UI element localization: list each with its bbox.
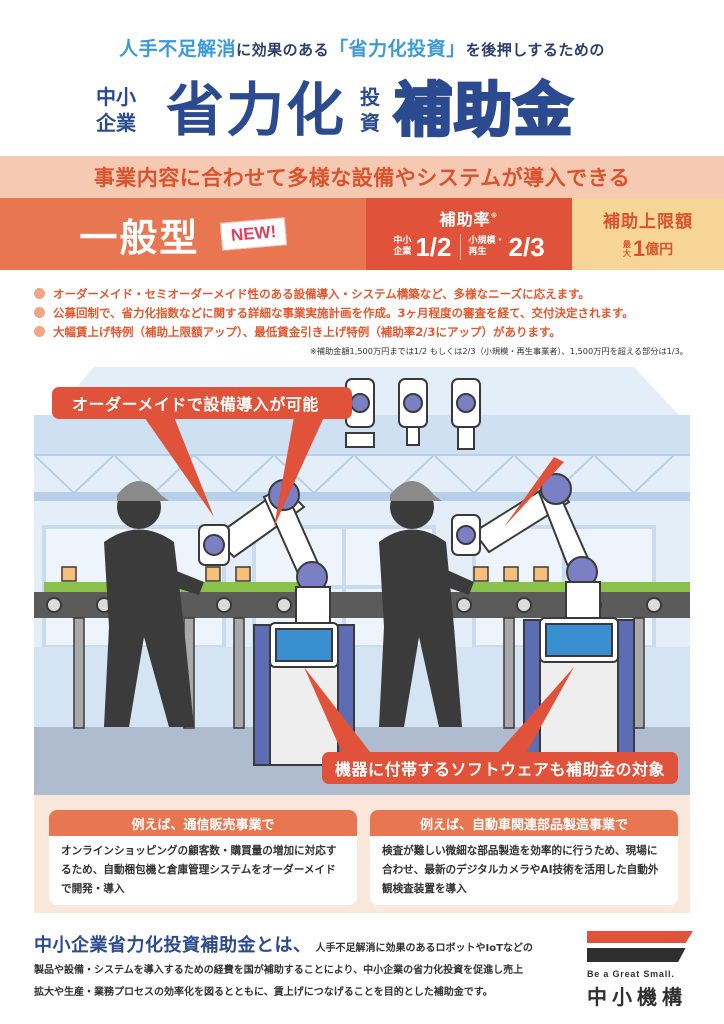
cap-label-line2: 大 [622,248,631,258]
about-section: 中小企業省力化投資補助金とは、 人手不足解消に効果のあるロボットやIoTなどの … [34,931,574,1004]
feature-list: オーダーメイド・セミオーダーメイド性のある設備導入・システム構築など、多様なニー… [34,284,694,341]
factory-scene-icon [34,367,690,795]
sme-label-line1: 中小 [393,236,412,246]
example-body: オンラインショッピングの顧客数・購買量の増加に対応するため、自動梱包機と倉庫管理… [61,845,337,895]
subsidy-cap-title: 補助上限額 [603,211,693,232]
small-label-line2: 再生 [468,247,487,257]
cap-label-line1: 最 [622,239,631,249]
bullet-dot-icon [34,326,45,337]
about-first-line: 中小企業省力化投資補助金とは、 人手不足解消に効果のあるロボットやIoTなどの [34,931,574,960]
example-card-auto-parts: 例えば、自動車関連部品製造事業で 検査が難しい微細な部品製造を効率的に行うため、… [370,810,678,905]
subsidy-rate-title: 補助率※ [440,206,499,230]
about-lead: 中小企業省力化投資補助金とは、 [34,935,312,956]
subsidy-cap-box: 補助上限額 最 大 1 億円 [572,198,724,270]
page-title: 中小 企業 省力化 投 資 補助金 [96,70,574,150]
example-body: 検査が難しい微細な部品製造を効率的に行うため、現場に合わせ、最新のデジタルカメラ… [382,845,659,895]
type-band: 一般型 NEW! 補助率※ 中小 企業 1/2 小規模・ 再生 2/3 補助上限… [0,198,724,270]
title-mid: 投 資 [360,84,384,136]
list-item-text: 公募回制で、省力化指数などに関する詳細な事業実施計画を作成。3ヶ月程度の審査を経… [53,305,634,320]
callout-custom-equipment: オーダーメイドで設備導入が可能 [52,387,352,419]
subheading-band: 事業内容に合わせて多様な設備やシステムが導入できる [0,156,724,198]
tagline-text-2: を後押しするための [465,41,605,59]
type-section: 一般型 NEW! [0,198,366,270]
type-name: 一般型 [79,215,200,260]
tagline-bracket-open: 「 [329,38,349,60]
subheading: 事業内容に合わせて多様な設備やシステムが導入できる [93,166,631,190]
about-text-1: 人手不足解消に効果のあるロボットやIoTなどの [315,943,533,954]
tagline-highlight-2: 省力化投資 [348,38,447,60]
small-label-line1: 小規模・ [468,236,505,246]
new-badge: NEW! [220,217,288,251]
tagline-text: に効果のある [236,41,330,59]
tagline-highlight: 人手不足解消 [119,38,237,60]
title-mid-line2: 資 [360,111,381,135]
cap-number: 1 [632,235,646,261]
note-mark: ※ [490,212,499,221]
list-item: 公募回制で、省力化指数などに関する詳細な事業実施計画を作成。3ヶ月程度の審査を経… [34,303,694,322]
footnote: ※補助金額1,500万円までは1/2 もしくは2/3（小規模・再生事業者）、1,… [309,346,688,356]
subsidy-rate-box: 補助率※ 中小 企業 1/2 小規模・ 再生 2/3 [366,198,572,270]
title-mid-line1: 投 [360,85,381,109]
cap-unit: 億円 [645,241,674,258]
title-prefix-line2: 企業 [96,111,136,135]
callout-software-eligible: 機器に付帯するソフトウェアも補助金の対象 [322,752,678,784]
list-item: 大幅賃上げ特例（補助上限額アップ）、最低賃金引き上げ特例（補助率2/3にアップ）… [34,322,694,341]
small-label: 小規模・ 再生 [469,236,505,258]
title-prefix-line1: 中小 [96,85,136,109]
sme-label: 中小 企業 [393,236,411,258]
list-item: オーダーメイド・セミオーダーメイド性のある設備導入・システム構築など、多様なニー… [34,284,694,303]
tagline: 人手不足解消に効果のある「省力化投資」を後押しするための [0,34,724,61]
list-item-text: オーダーメイド・セミオーダーメイド性のある設備導入・システム構築など、多様なニー… [53,286,590,301]
cap-label: 最 大 [623,240,631,258]
example-title: 例えば、自動車関連部品製造事業で [370,810,678,836]
list-item-text: 大幅賃上げ特例（補助上限額アップ）、最低賃金引き上げ特例（補助率2/3にアップ）… [53,324,561,339]
example-title: 例えば、通信販売事業で [49,810,357,836]
small-rate: 2/3 [508,231,545,262]
sme-label-line2: 企業 [393,247,412,257]
rate-divider [459,234,461,260]
sme-rate: 1/2 [415,231,452,262]
example-card-ecommerce: 例えば、通信販売事業で オンラインショッピングの顧客数・購買量の増加に対応するた… [49,810,357,905]
subsidy-rate-title-text: 補助率 [439,209,491,229]
logo-tagline: Be a Great Small. [587,969,675,979]
title-outlined: 補助金 [393,76,575,144]
bullet-dot-icon [34,307,45,318]
title-main: 省力化 [166,76,347,144]
logo-name: 中小機構 [587,985,687,1009]
factory-illustration: オーダーメイドで設備導入が可能 機器に付帯するソフトウェアも補助金の対象 [34,367,690,795]
subsidy-rate-values: 中小 企業 1/2 小規模・ 再生 2/3 [393,232,544,263]
about-text-3: 拡大や生産・業務プロセスの効率化を図るとともに、賃上げにつなげることを目的とした… [34,987,493,998]
about-text-2: 製品や設備・システムを導入するための経費を国が補助することにより、中小企業の省力… [34,965,524,976]
organization-logo: Be a Great Small. 中小機構 [587,931,697,1010]
logo-black-bar-icon [587,948,686,962]
logo-red-bar-icon [587,931,693,943]
examples-section: 例えば、通信販売事業で オンラインショッピングの顧客数・購買量の増加に対応するた… [34,795,690,913]
bullet-dot-icon [34,288,45,299]
title-prefix: 中小 企業 [96,84,152,136]
subsidy-cap-value: 最 大 1 億円 [623,236,673,262]
tagline-bracket-close: 」 [446,38,466,60]
